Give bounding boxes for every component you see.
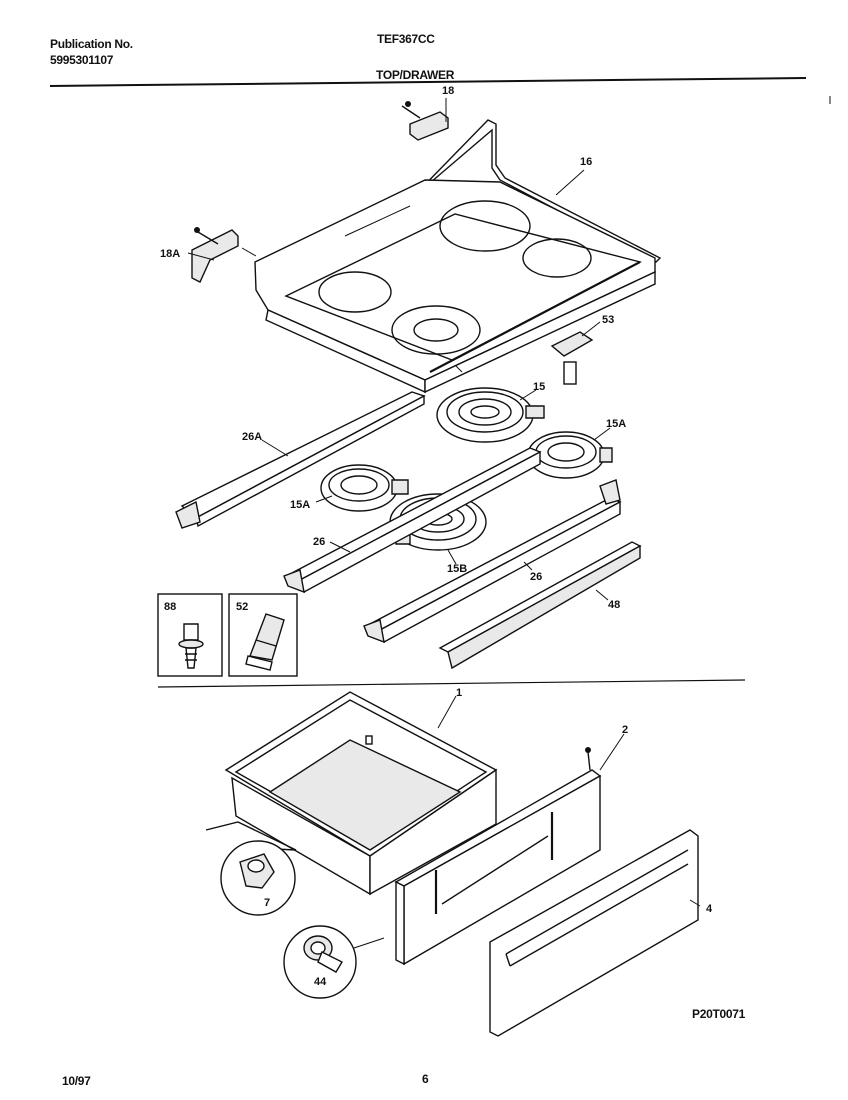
terminal-block-53 bbox=[550, 321, 601, 385]
callout-52: 52 bbox=[236, 601, 248, 613]
callout-15b: 15B bbox=[447, 563, 467, 575]
inset-88 bbox=[157, 593, 223, 677]
callout-26a: 26A bbox=[242, 431, 262, 443]
header-rule bbox=[49, 77, 807, 87]
burner-15a-left bbox=[315, 464, 409, 512]
inset-52 bbox=[228, 593, 298, 677]
drawer-panel-2 bbox=[394, 733, 625, 966]
callout-4: 4 bbox=[706, 903, 713, 915]
callout-44: 44 bbox=[314, 976, 327, 988]
model-number: TEF367CC bbox=[377, 32, 435, 46]
callout-16: 16 bbox=[580, 156, 592, 168]
publication-label: Publication No. bbox=[50, 37, 133, 51]
callout-15a-left: 15A bbox=[290, 499, 310, 511]
diagram-code: P20T0071 bbox=[692, 1007, 745, 1021]
trim-48 bbox=[438, 541, 642, 670]
callout-15a-right: 15A bbox=[606, 418, 626, 430]
section-title: TOP/DRAWER bbox=[376, 68, 455, 82]
callout-2: 2 bbox=[622, 724, 628, 736]
cooktop-assembly bbox=[187, 98, 662, 394]
drawer-front-4 bbox=[489, 829, 701, 1037]
callout-48: 48 bbox=[608, 599, 620, 611]
footer-date: 10/97 bbox=[62, 1074, 91, 1088]
callout-1: 1 bbox=[456, 687, 462, 699]
burner-15a-right bbox=[527, 427, 613, 479]
callout-18a: 18A bbox=[160, 248, 180, 260]
drawer-box bbox=[224, 691, 498, 896]
detail-7 bbox=[205, 821, 297, 916]
callout-18: 18 bbox=[442, 85, 454, 97]
callout-7: 7 bbox=[264, 897, 270, 909]
rail-26a bbox=[175, 391, 426, 529]
rail-26-right bbox=[363, 479, 622, 644]
footer-page-number: 6 bbox=[422, 1072, 429, 1086]
detail-44 bbox=[283, 925, 385, 999]
rail-26-left bbox=[283, 447, 542, 594]
callout-15: 15 bbox=[533, 381, 545, 393]
callout-26-left: 26 bbox=[313, 536, 325, 548]
callout-88: 88 bbox=[164, 601, 176, 613]
callout-53: 53 bbox=[602, 314, 614, 326]
callout-26-right: 26 bbox=[530, 571, 542, 583]
burner-15 bbox=[436, 387, 545, 443]
publication-number: 5995301107 bbox=[50, 53, 114, 67]
section-divider bbox=[157, 679, 746, 688]
